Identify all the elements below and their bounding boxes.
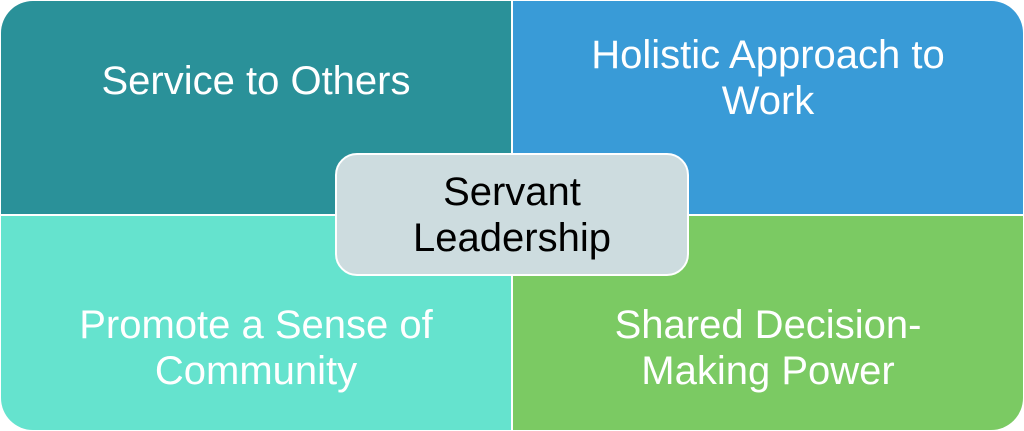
quadrant-label: Shared Decision-Making Power [614, 303, 922, 393]
quadrant-label: Service to Others [101, 59, 411, 103]
quadrant-service-to-others: Service to Others [1, 1, 511, 214]
